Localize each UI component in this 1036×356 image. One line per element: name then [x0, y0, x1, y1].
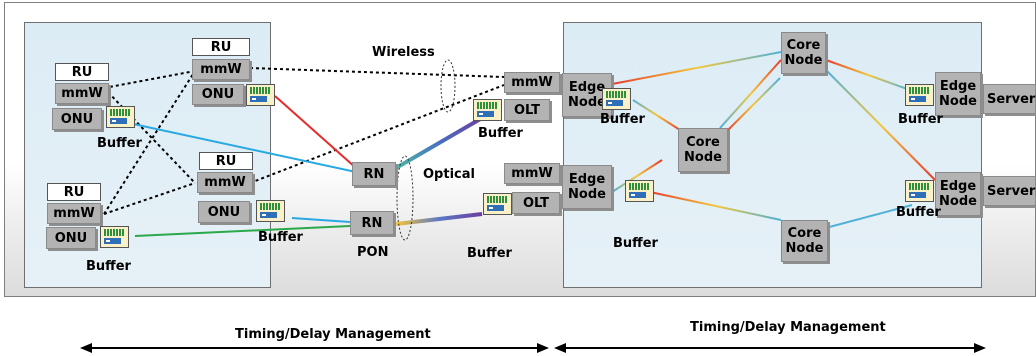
- buffer-icon: [100, 226, 129, 248]
- timing-label-left: Timing/Delay Management: [235, 327, 431, 342]
- onu-box: ONU: [52, 108, 102, 130]
- buffer-icon: [905, 84, 934, 106]
- onu-box: ONU: [192, 84, 244, 105]
- ru-box: RU: [192, 38, 250, 56]
- wireless-links: [103, 67, 505, 215]
- fiber-onu-rn-red: [274, 95, 357, 169]
- rn-box: RN: [350, 211, 394, 235]
- buffer-icon: [106, 106, 135, 128]
- mmw-box: mmW: [504, 163, 560, 184]
- core-node: Core Node: [678, 128, 728, 172]
- buffer-label: Buffer: [467, 246, 512, 261]
- timing-arrows: [80, 343, 986, 353]
- ru-box: RU: [55, 63, 109, 81]
- wireless-label: Wireless: [372, 45, 435, 60]
- buffer-icon: [905, 180, 934, 202]
- wireless-ellipse: [440, 59, 456, 113]
- server-box: Server: [983, 176, 1036, 206]
- core-node: Core Node: [781, 32, 826, 74]
- buffer-icon: [246, 84, 275, 106]
- mmw-box: mmW: [197, 172, 253, 193]
- onu-box: ONU: [198, 201, 250, 223]
- ru-box: RU: [47, 183, 101, 201]
- buffer-label: Buffer: [600, 112, 645, 127]
- timing-label-right: Timing/Delay Management: [690, 320, 886, 335]
- optical-label: Optical: [423, 167, 475, 182]
- edge-node: Edge Node: [935, 72, 981, 116]
- buffer-label: Buffer: [613, 236, 658, 251]
- optical-ellipse: [396, 155, 414, 241]
- mmw-box: mmW: [55, 83, 109, 104]
- core-node: Core Node: [781, 220, 828, 262]
- fiber-onu-rn2-blue: [291, 217, 351, 223]
- buffer-icon: [602, 88, 631, 110]
- ru-box: RU: [199, 152, 253, 170]
- buffer-icon: [256, 200, 285, 222]
- onu-box: ONU: [46, 227, 96, 249]
- server-box: Server: [983, 84, 1036, 114]
- buffer-label: Buffer: [896, 205, 941, 220]
- mmw-box: mmW: [192, 59, 250, 80]
- buffer-icon: [625, 180, 654, 202]
- metro-links: [581, 51, 963, 231]
- fiber-onu-rn2-green: [134, 225, 351, 237]
- mmw-box: mmW: [504, 72, 560, 93]
- fiber-onu-rn-blue: [109, 118, 357, 173]
- edge-node: Edge Node: [562, 73, 612, 117]
- buffer-label: Buffer: [97, 136, 142, 151]
- buffer-label: Buffer: [86, 259, 131, 274]
- buffer-icon: [483, 193, 512, 215]
- buffer-label: Buffer: [478, 126, 523, 141]
- pon-label: PON: [357, 245, 389, 260]
- fiber-rn-olt-lower: [395, 212, 483, 226]
- mmw-box: mmW: [47, 203, 101, 224]
- edge-node: Edge Node: [935, 172, 981, 216]
- rn-box: RN: [352, 162, 396, 186]
- olt-box: OLT: [512, 192, 560, 214]
- fiber-rn-olt-upper: [394, 116, 484, 170]
- edge-node: Edge Node: [562, 165, 612, 209]
- buffer-icon: [473, 99, 502, 121]
- buffer-label: Buffer: [258, 230, 303, 245]
- olt-box: OLT: [504, 99, 550, 121]
- metro-network-panel: [563, 22, 982, 288]
- buffer-label: Buffer: [898, 112, 943, 127]
